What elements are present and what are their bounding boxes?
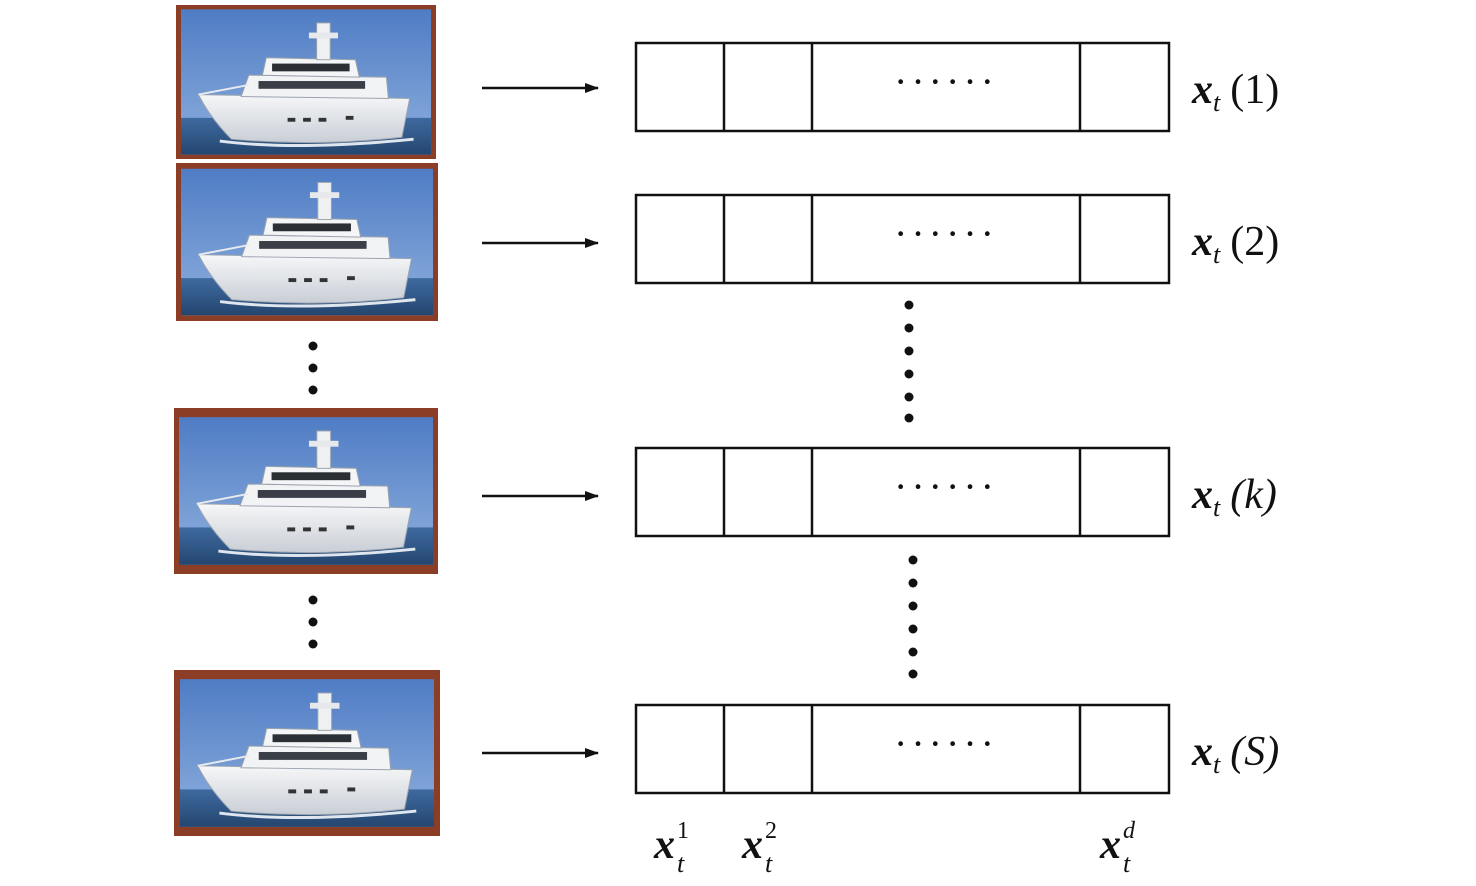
- row-label-index: (k): [1230, 472, 1277, 518]
- row-label-symbol: x: [1191, 472, 1213, 518]
- image-column: [174, 5, 440, 836]
- row-label-index: (1): [1230, 67, 1279, 113]
- row-label-subscript: t: [1213, 88, 1221, 117]
- boat-image-1: [176, 5, 436, 159]
- image-ellipsis-2: [308, 595, 318, 649]
- boat-photo-icon: [179, 415, 433, 567]
- column-label-symbol: x: [741, 822, 763, 868]
- row-label: xt (k): [1191, 472, 1277, 522]
- column-label-symbol: x: [1099, 822, 1121, 868]
- boat-photo-icon: [181, 168, 433, 316]
- column-label-subscript: t: [1123, 849, 1131, 878]
- boat-image-3: [174, 408, 438, 574]
- row-label: xt (1): [1191, 67, 1279, 117]
- vector-row: ······ xt (1): [634, 41, 1279, 133]
- vector-row: ······ xt (2): [634, 193, 1279, 285]
- cell-ellipsis: ······: [894, 721, 998, 766]
- row-label-symbol: x: [1191, 219, 1213, 265]
- vector-rows: ······xt(1)······xt(2)······xt(k)······x…: [634, 41, 1279, 795]
- column-label-subscript: t: [677, 849, 685, 878]
- boat-image-4: [174, 670, 440, 836]
- row-label-symbol: x: [1191, 729, 1213, 775]
- boat-photo-icon: [181, 9, 431, 155]
- column-label: x2 t: [741, 818, 777, 878]
- cell-ellipsis: ······: [894, 464, 998, 509]
- cell-ellipsis: ······: [894, 59, 998, 104]
- cell-ellipsis: ······: [894, 211, 998, 256]
- column-label-subscript: t: [765, 849, 773, 878]
- image-ellipsis-1: [308, 341, 318, 395]
- column-label: x1 t: [653, 818, 689, 878]
- row-label: xt (2): [1191, 219, 1279, 269]
- column-label-superscript: d: [1123, 818, 1136, 844]
- row-label-subscript: t: [1213, 750, 1221, 779]
- row-ellipsis-1: [904, 300, 914, 423]
- row-label-subscript: t: [1213, 493, 1221, 522]
- row-label: xt (S): [1191, 729, 1279, 779]
- row-ellipsis-2: [908, 555, 918, 679]
- vector-row: ······ xt (k): [634, 446, 1277, 538]
- column-label-symbol: x: [653, 822, 675, 868]
- row-label-symbol: x: [1191, 67, 1213, 113]
- column-label-superscript: 1: [677, 818, 689, 844]
- arrows: [482, 83, 599, 758]
- row-label-subscript: t: [1213, 240, 1221, 269]
- boat-image-2: [176, 163, 438, 321]
- row-label-index: (S): [1230, 729, 1279, 775]
- boat-photo-icon: [180, 677, 434, 829]
- vector-row: ······ xt (S): [634, 703, 1279, 795]
- row-label-index: (2): [1230, 219, 1279, 265]
- column-label-superscript: 2: [765, 818, 777, 844]
